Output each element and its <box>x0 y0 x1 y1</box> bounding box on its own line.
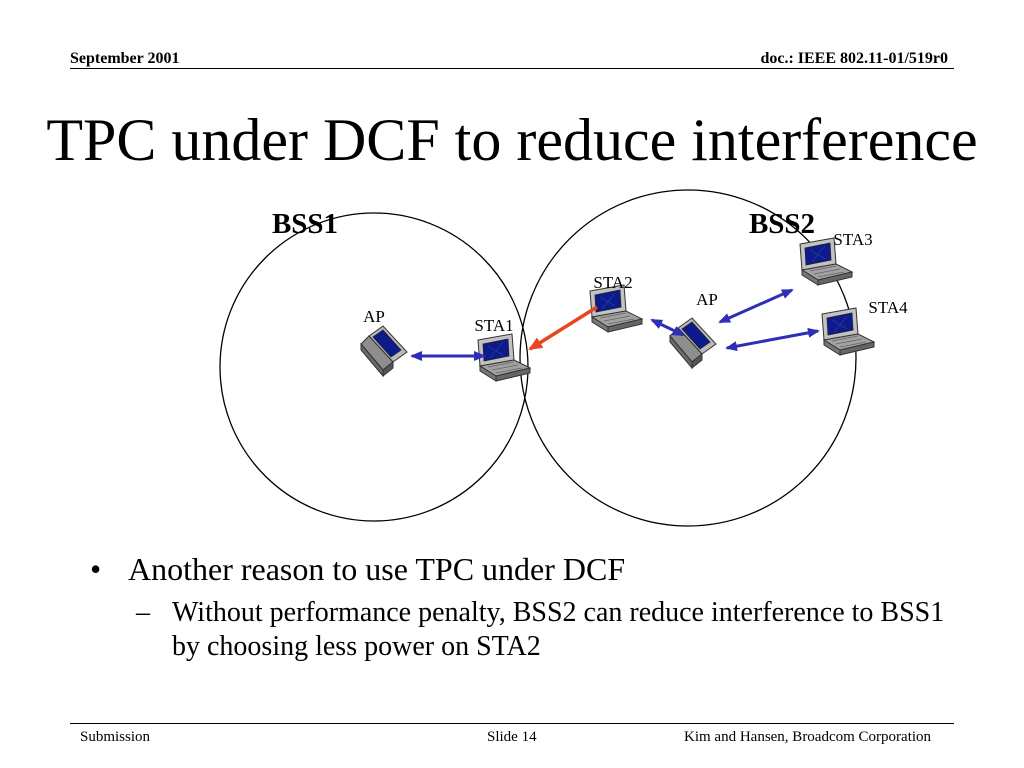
bullet-marker: • <box>90 551 102 587</box>
slide-title: TPC under DCF to reduce interference <box>46 107 978 173</box>
header-doc-id: doc.: IEEE 802.11-01/519r0 <box>760 50 948 67</box>
footer-slide-number: Slide 14 <box>487 729 537 745</box>
ap1-laptop-icon <box>360 325 408 377</box>
bullet-text: Another reason to use TPC under DCF <box>128 551 626 587</box>
bullet-item: • Another reason to use TPC under DCF <box>90 548 970 590</box>
footer-rule <box>70 723 954 724</box>
sub-bullet-item: – Without performance penalty, BSS2 can … <box>136 596 970 664</box>
sta4-label: STA4 <box>868 298 908 317</box>
bss2-coverage-circle <box>519 189 857 527</box>
ap1-label: AP <box>363 307 385 326</box>
interference-arrow <box>528 305 598 351</box>
sta3-label: STA3 <box>833 230 872 249</box>
network-diagram: BSS1 BSS2 AP STA1 STA2 AP STA3 STA4 <box>219 189 908 527</box>
sub-bullet-text: Without performance penalty, BSS2 can re… <box>172 597 945 662</box>
ap2-laptop-icon <box>669 317 717 369</box>
footer-submission: Submission <box>80 729 151 745</box>
sta4-laptop-icon <box>821 307 875 356</box>
sub-bullet-marker: – <box>136 597 150 628</box>
bss2-label: BSS2 <box>749 208 815 240</box>
ap2-sta4-link-arrow <box>725 327 820 352</box>
bullet-list: • Another reason to use TPC under DCF – … <box>90 548 970 664</box>
sta1-laptop-icon <box>477 333 531 382</box>
footer-authors: Kim and Hansen, Broadcom Corporation <box>684 729 932 745</box>
ap2-sta3-link-arrow <box>718 288 794 324</box>
sta1-label: STA1 <box>474 316 513 335</box>
sta2-ap2-link-arrow <box>650 318 685 337</box>
sta2-label: STA2 <box>593 273 632 292</box>
bss1-label: BSS1 <box>272 208 338 240</box>
header-date: September 2001 <box>70 50 180 67</box>
header-rule <box>70 68 954 69</box>
ap2-label: AP <box>696 290 718 309</box>
